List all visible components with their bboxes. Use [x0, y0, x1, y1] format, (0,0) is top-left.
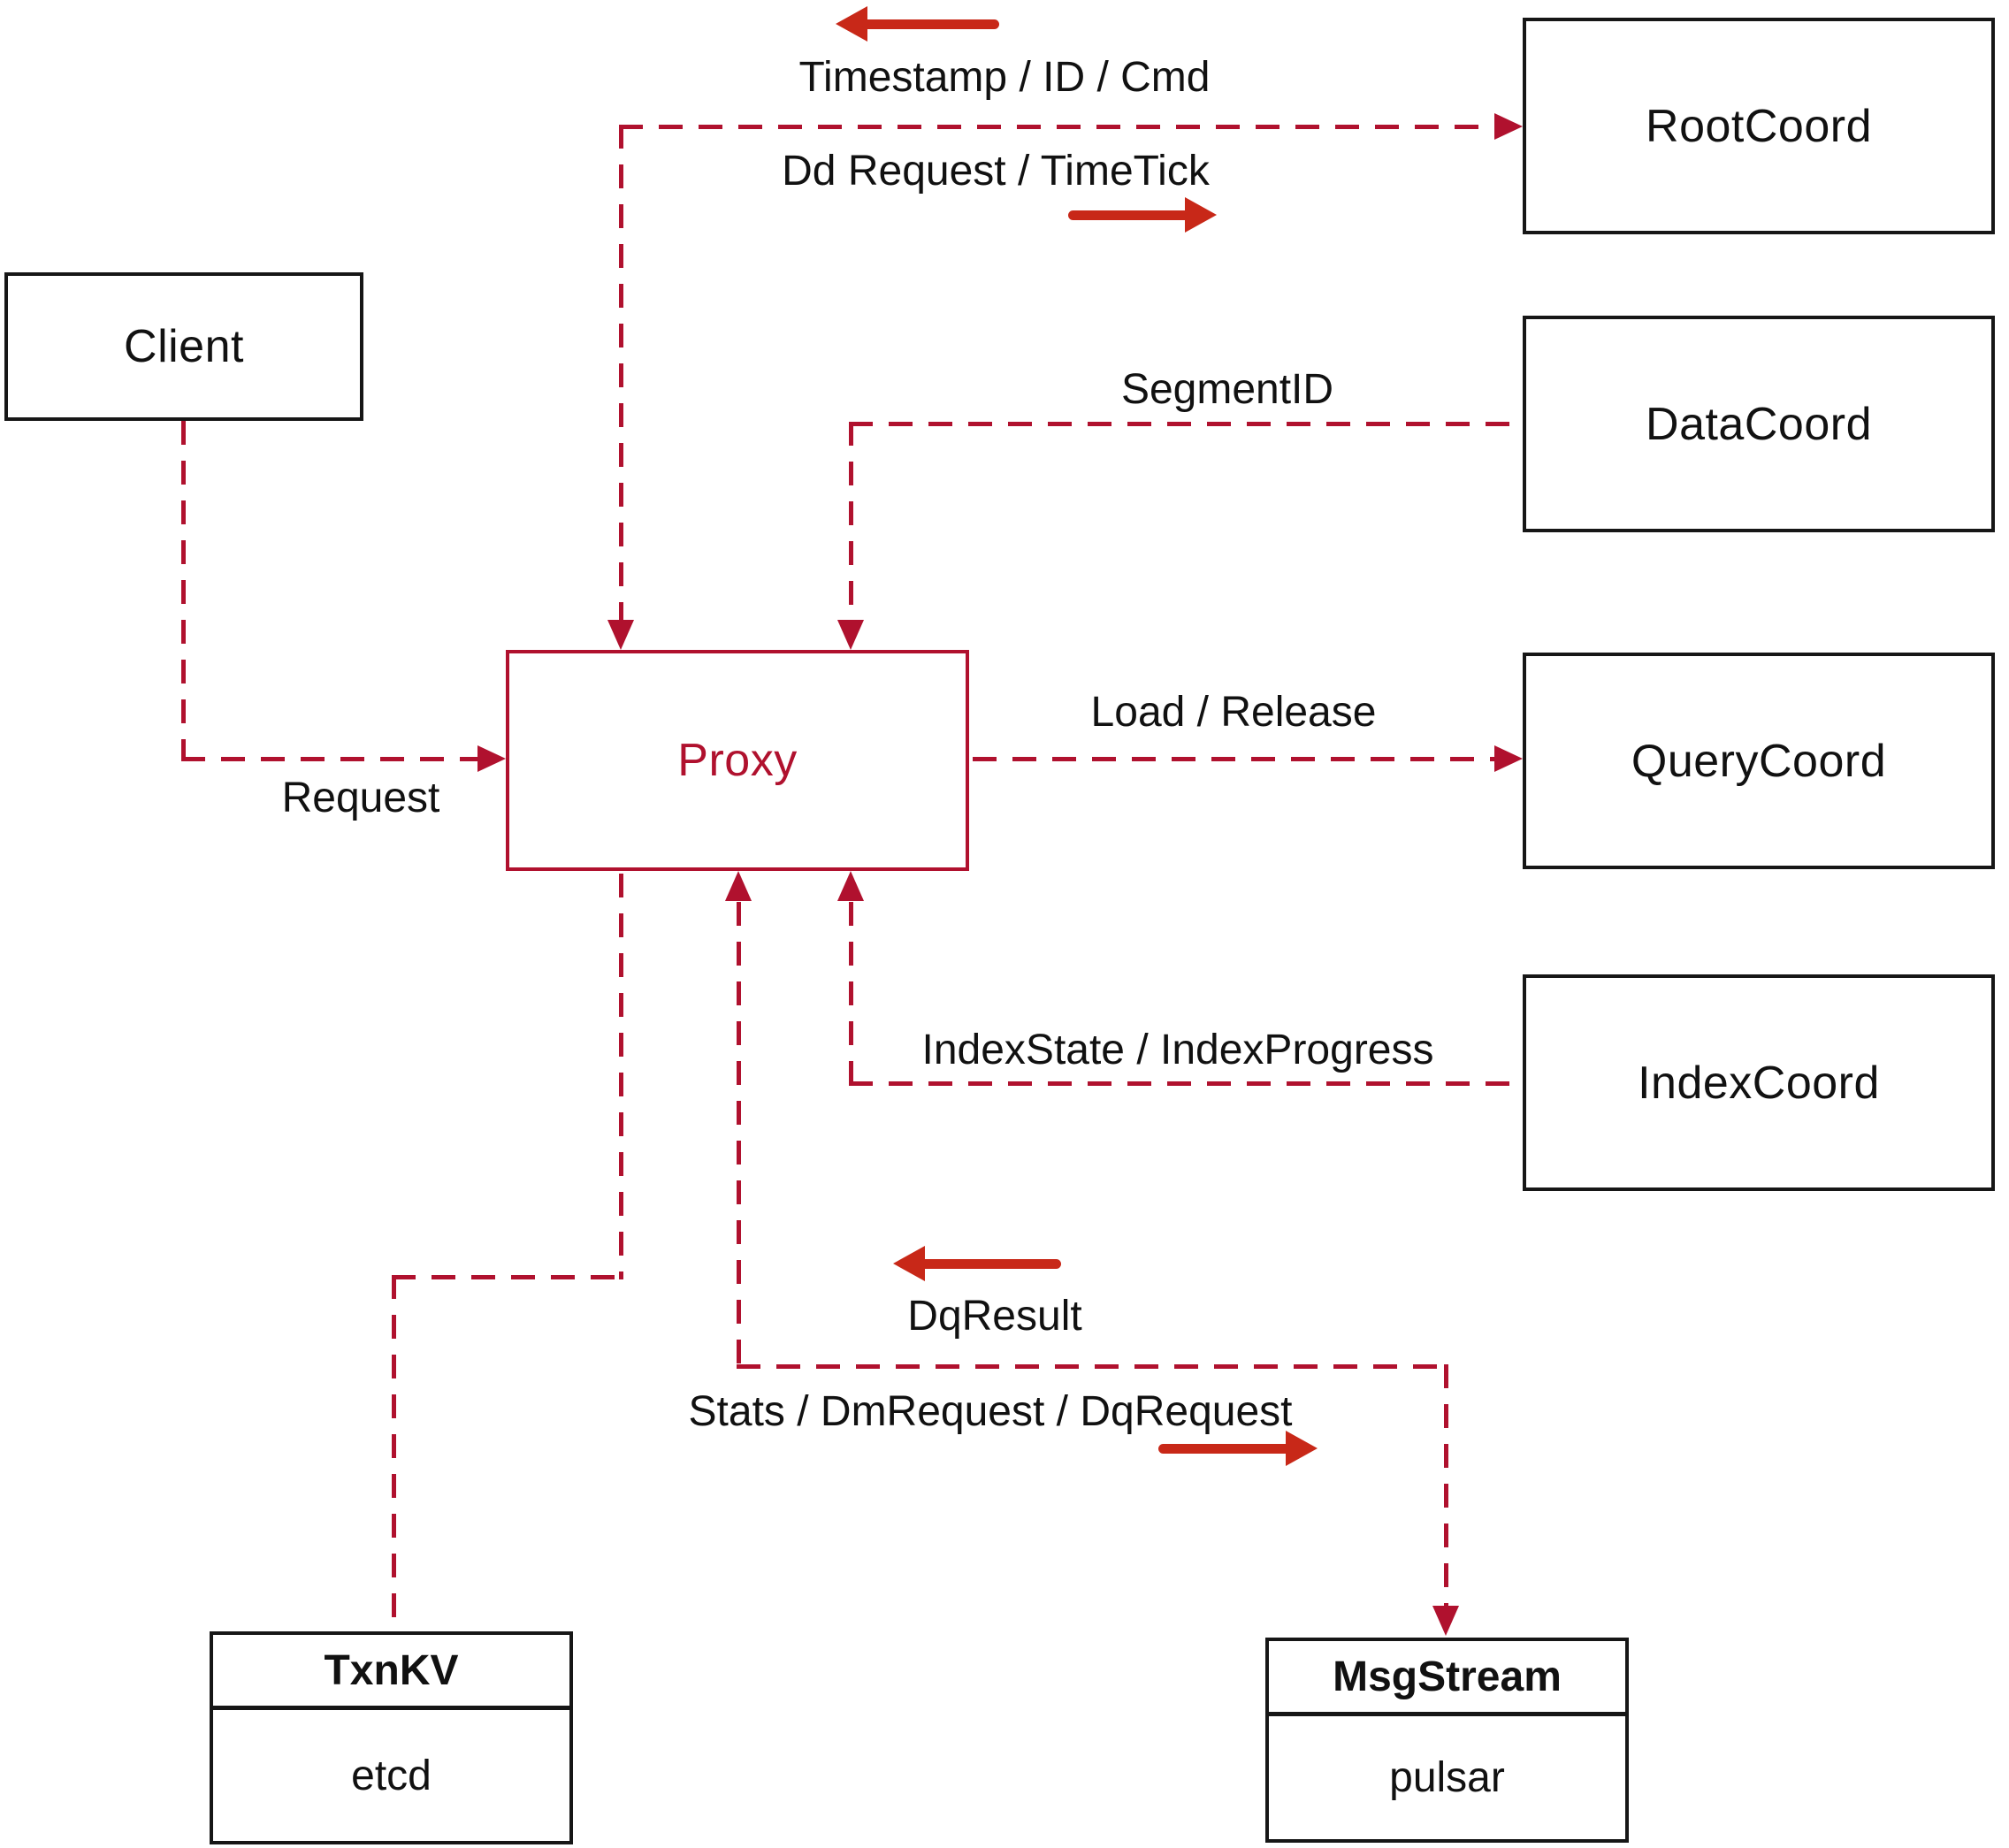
node-msgstream-title: MsgStream [1269, 1641, 1625, 1716]
node-txnkv-title: TxnKV [213, 1635, 569, 1710]
node-txnkv-subtitle: etcd [351, 1752, 432, 1799]
edge-proxy-querycoord-hline [973, 757, 1496, 761]
node-proxy: Proxy [506, 650, 969, 871]
edge-label-indexstate-indexprogress: IndexState / IndexProgress [921, 1027, 1434, 1073]
edge-indexcoord-proxy-vline [849, 902, 853, 1086]
node-querycoord: QueryCoord [1523, 653, 1995, 869]
edge-datacoord-proxy-vline [849, 422, 853, 622]
edge-client-proxy-vline [181, 421, 186, 761]
arrowhead-into-proxy-bottom-mid [725, 871, 752, 901]
node-client-label: Client [124, 321, 244, 372]
edge-proxy-txnkv-vline-upper [619, 874, 623, 1279]
node-datacoord-label: DataCoord [1646, 398, 1872, 450]
left-arrow-icon [893, 1246, 1061, 1281]
edge-proxy-rootcoord-hline [619, 125, 1496, 129]
node-datacoord: DataCoord [1523, 316, 1995, 532]
left-arrow-icon [836, 6, 999, 42]
edge-label-request: Request [281, 775, 440, 821]
node-indexcoord: IndexCoord [1523, 974, 1995, 1191]
node-indexcoord-label: IndexCoord [1638, 1057, 1880, 1109]
edge-label-stats-dmrequest-dqrequest: Stats / DmRequest / DqRequest [688, 1388, 1293, 1435]
edge-label-dd-request-timetick: Dd Request / TimeTick [782, 148, 1210, 195]
node-rootcoord-label: RootCoord [1646, 100, 1872, 152]
node-msgstream: MsgStream pulsar [1265, 1638, 1629, 1843]
node-client: Client [4, 272, 363, 421]
edge-label-timestamp-id-cmd: Timestamp / ID / Cmd [798, 54, 1211, 101]
node-rootcoord: RootCoord [1523, 18, 1995, 234]
node-txnkv: TxnKV etcd [210, 1631, 573, 1844]
arrowhead-into-proxy-bottom-right [837, 871, 864, 901]
arrowhead-into-querycoord [1494, 745, 1523, 772]
edge-datacoord-proxy-hline [849, 422, 1523, 426]
edge-proxy-rootcoord-vline [619, 125, 623, 622]
edge-proxy-msgstream-vline-upper [737, 902, 741, 1369]
edge-proxy-msgstream-vline-lower [1444, 1364, 1448, 1607]
edge-label-load-release: Load / Release [1090, 689, 1377, 736]
arrowhead-into-proxy-left [477, 745, 506, 772]
edge-proxy-txnkv-hline [392, 1275, 623, 1279]
node-proxy-label: Proxy [677, 735, 798, 786]
edge-proxy-txnkv-vline-lower [392, 1275, 396, 1631]
arrowhead-into-rootcoord [1494, 113, 1523, 140]
edge-indexcoord-proxy-hline [849, 1081, 1523, 1086]
edge-client-proxy-hline [181, 757, 477, 761]
arrowhead-into-proxy-top-right [837, 620, 864, 650]
node-querycoord-label: QueryCoord [1631, 735, 1887, 787]
node-msgstream-subtitle: pulsar [1389, 1754, 1505, 1801]
arrowhead-into-msgstream [1432, 1606, 1459, 1636]
edge-label-dqresult: DqResult [907, 1293, 1082, 1340]
edge-label-segmentid: SegmentID [1120, 366, 1334, 413]
edge-proxy-msgstream-hline [737, 1364, 1448, 1369]
right-arrow-icon [1068, 197, 1217, 233]
arrowhead-into-proxy-top-left [607, 620, 634, 650]
right-arrow-icon [1158, 1431, 1318, 1466]
